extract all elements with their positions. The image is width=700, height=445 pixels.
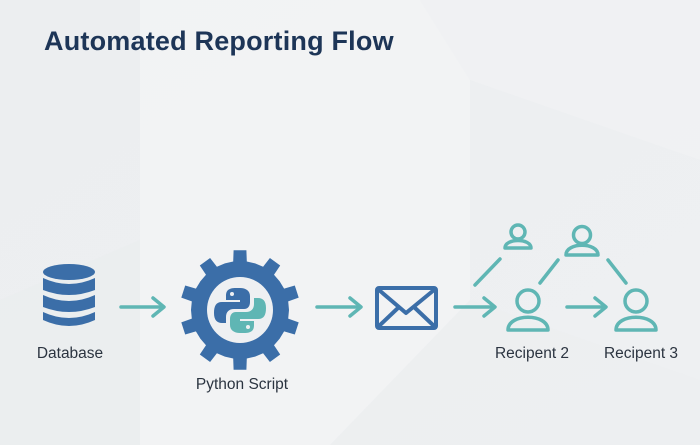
connector-recipient-2-to-small-b [538,258,560,285]
node-label-python-script: Python Script [195,376,289,393]
arrow-email-to-recipient-2 [453,296,497,318]
diagram-title: Automated Reporting Flow [44,26,394,56]
person-icon-recipient-2 [506,288,550,332]
database-icon [43,264,95,326]
arrow-recipient-2-to-recipient-3 [565,296,608,318]
person-icon-small-a [503,223,533,250]
person-icon-small-b [564,224,600,257]
arrow-script-to-email [315,296,363,318]
connector-small-b-to-recipient-3 [606,258,628,285]
connector-email-to-small-a [473,257,502,287]
node-label-recipient-2: Recipent 2 [494,345,570,362]
python-logo-icon [214,288,266,333]
python-gear-icon [181,250,299,370]
connector-lines [473,257,628,287]
envelope-icon [375,286,438,330]
arrow-database-to-script [119,296,166,318]
person-icon-recipient-3 [614,288,658,332]
node-label-recipient-3: Recipent 3 [603,345,679,362]
node-label-database: Database [36,345,104,362]
